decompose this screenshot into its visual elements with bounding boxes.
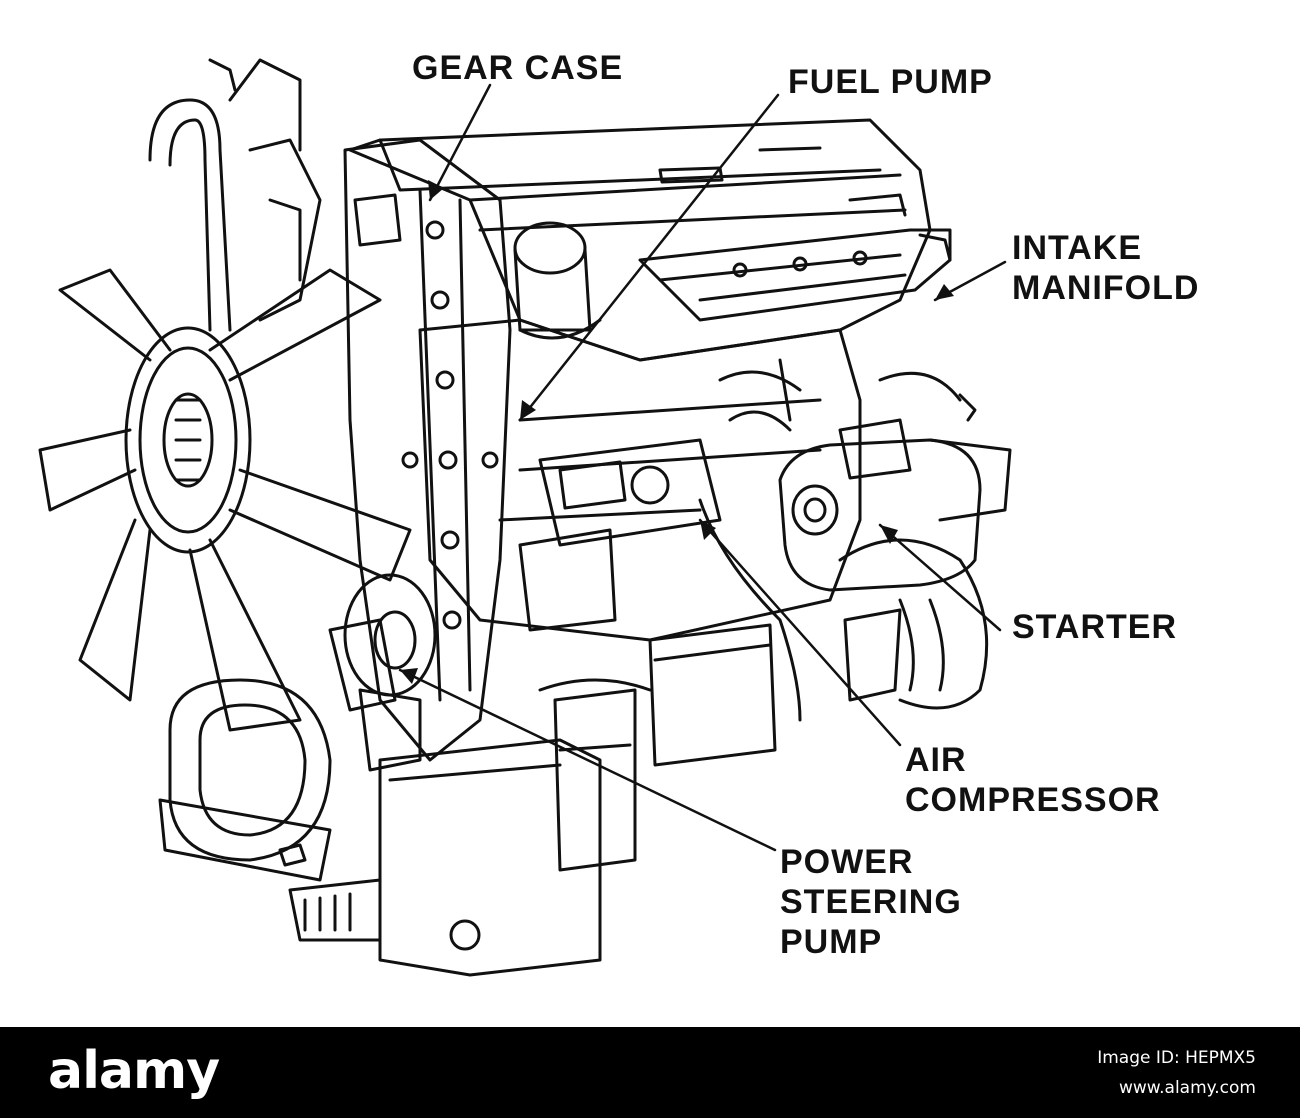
air-compressor-part <box>518 438 802 722</box>
leader-lines <box>398 83 1007 852</box>
leader-power-steering-pump <box>398 668 777 852</box>
leader-starter <box>878 523 1002 632</box>
lower-pulleys <box>158 678 332 882</box>
label-air-compressor: AIR COMPRESSOR <box>905 741 1161 819</box>
label-gear-case: GEAR CASE <box>412 49 624 87</box>
arrow-heads <box>400 180 954 684</box>
footer-meta: Image ID: HEPMX5 www.alamy.com <box>1097 1043 1256 1103</box>
intake-manifold-part <box>638 228 952 322</box>
fan-assembly <box>38 268 412 732</box>
fuel-filter <box>648 623 777 767</box>
hoses <box>148 58 322 332</box>
watermark-footer: alamy Image ID: HEPMX5 www.alamy.com <box>0 1027 1300 1118</box>
power-steering-pump-part <box>328 573 437 772</box>
alamy-logo: alamy <box>48 1041 220 1101</box>
label-power-steering-pump: POWER STEERING PUMP <box>780 843 962 961</box>
label-fuel-pump: FUEL PUMP <box>788 63 993 101</box>
oil-pan <box>288 738 602 977</box>
engine-block <box>418 318 862 642</box>
engine-diagram: GEAR CASE FUEL PUMP INTAKE MANIFOLD STAR… <box>38 49 1200 977</box>
valve-cover <box>348 118 932 362</box>
engine-illustration <box>38 58 1012 977</box>
leader-fuel-pump <box>518 93 780 422</box>
label-starter: STARTER <box>1012 608 1178 646</box>
oil-filter <box>538 678 652 872</box>
intake-elbow <box>513 221 602 340</box>
leader-gear-case <box>428 83 492 202</box>
image-id-text: Image ID: HEPMX5 <box>1097 1048 1256 1068</box>
label-intake-manifold: INTAKE MANIFOLD <box>1012 229 1200 307</box>
flywheel-housing <box>838 538 989 710</box>
starter-part <box>778 371 1012 592</box>
leader-air-compressor <box>698 518 902 747</box>
site-url-text[interactable]: www.alamy.com <box>1118 1078 1256 1098</box>
gear-case-part <box>343 138 512 762</box>
